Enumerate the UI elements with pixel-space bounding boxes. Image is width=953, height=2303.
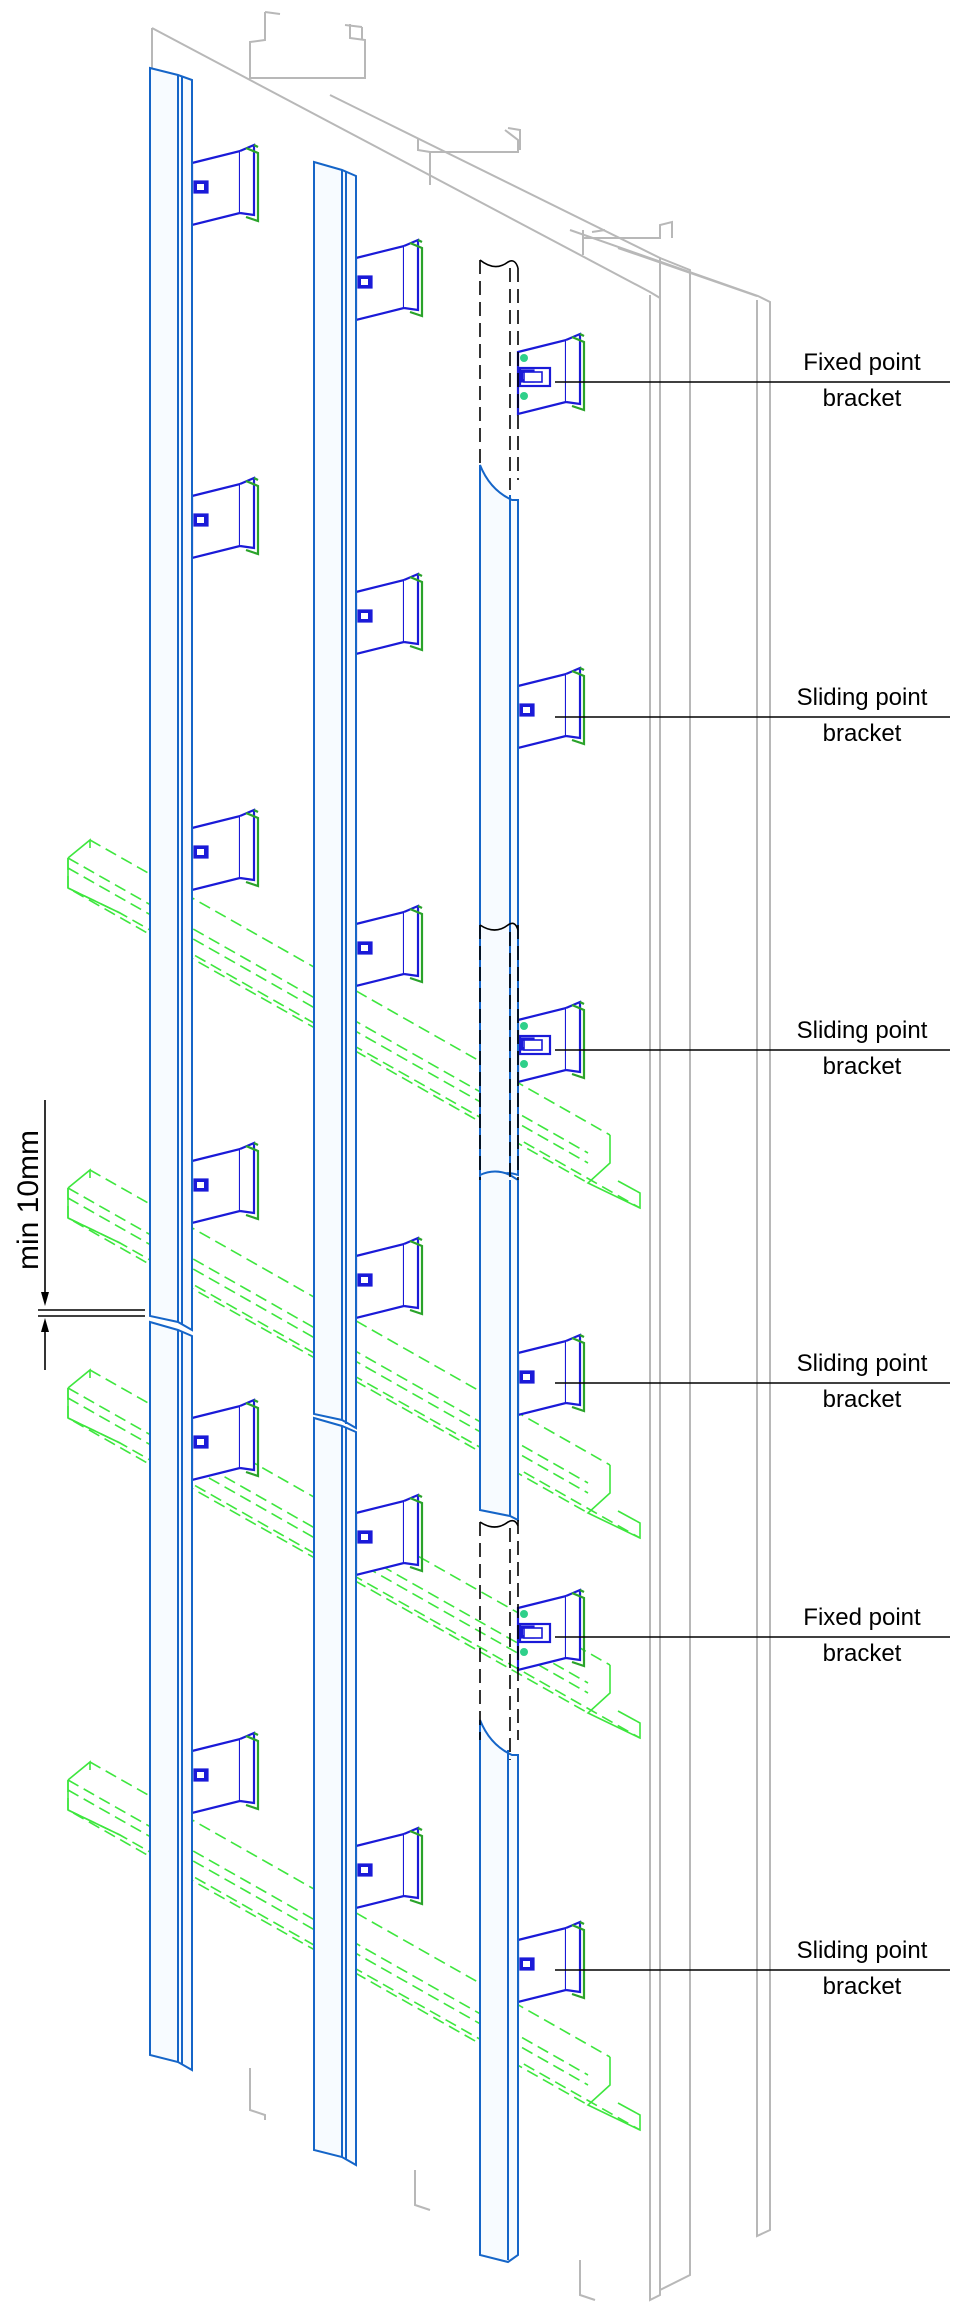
sliding-point-bracket-11 [354,1493,424,1577]
rail-2-upper [313,160,357,1430]
rail-1-upper [149,66,193,1332]
sliding-point-bracket-2 [190,476,260,560]
callout-label-line2: bracket [823,385,902,412]
callout-label-line2: bracket [823,1386,902,1413]
callout-label-line1: Sliding point [797,1350,928,1377]
callout-label-line1: Fixed point [803,349,921,376]
sliding-point-bracket-12 [354,1826,424,1910]
callout-3: Sliding point bracket [555,1017,950,1080]
sliding-point-bracket-10 [354,1236,424,1320]
sliding-point-bracket-7 [354,238,424,322]
sliding-point-bracket-18 [516,1920,586,2004]
sliding-point-bracket-8 [354,572,424,656]
callout-label-line2: bracket [823,1640,902,1667]
gap-dimension: min 10mm [12,1100,145,1370]
sliding-point-bracket-9 [354,904,424,988]
sliding-point-bracket-5 [190,1398,260,1482]
rails [149,66,519,2264]
sliding-point-bracket-16 [516,1333,586,1417]
callout-label-line1: Sliding point [797,1937,928,1964]
gap-dimension-label: min 10mm [12,1130,45,1270]
rail-2-lower [313,1416,357,2167]
fixed-point-bracket-13 [516,332,586,416]
callout-label-line1: Sliding point [797,684,928,711]
callout-label-line2: bracket [823,1973,902,2000]
sliding-point-bracket-4 [190,1141,260,1225]
callout-6: Sliding point bracket [555,1937,950,2000]
rail-1-lower [149,1320,193,2072]
sliding-point-bracket-14 [516,666,586,750]
fixed-point-bracket-17 [516,1588,586,1672]
wall-panels [151,11,771,2302]
sliding-point-bracket-6 [190,1731,260,1815]
callout-label-line1: Fixed point [803,1604,921,1631]
sliding-point-bracket-1 [190,143,260,227]
callout-label-line2: bracket [823,1053,902,1080]
callout-5: Fixed point bracket [555,1604,950,1667]
callout-label-line2: bracket [823,720,902,747]
callout-label-line1: Sliding point [797,1017,928,1044]
callout-1: Fixed point bracket [555,349,950,412]
brackets [190,143,586,2004]
rail-3 [479,464,519,2264]
rail-3-hidden-segments [479,259,519,1760]
callout-4: Sliding point bracket [555,1350,950,1413]
sliding-point-bracket-3 [190,808,260,892]
callout-2: Sliding point bracket [555,684,950,747]
fixed-point-bracket-15 [516,1000,586,1084]
